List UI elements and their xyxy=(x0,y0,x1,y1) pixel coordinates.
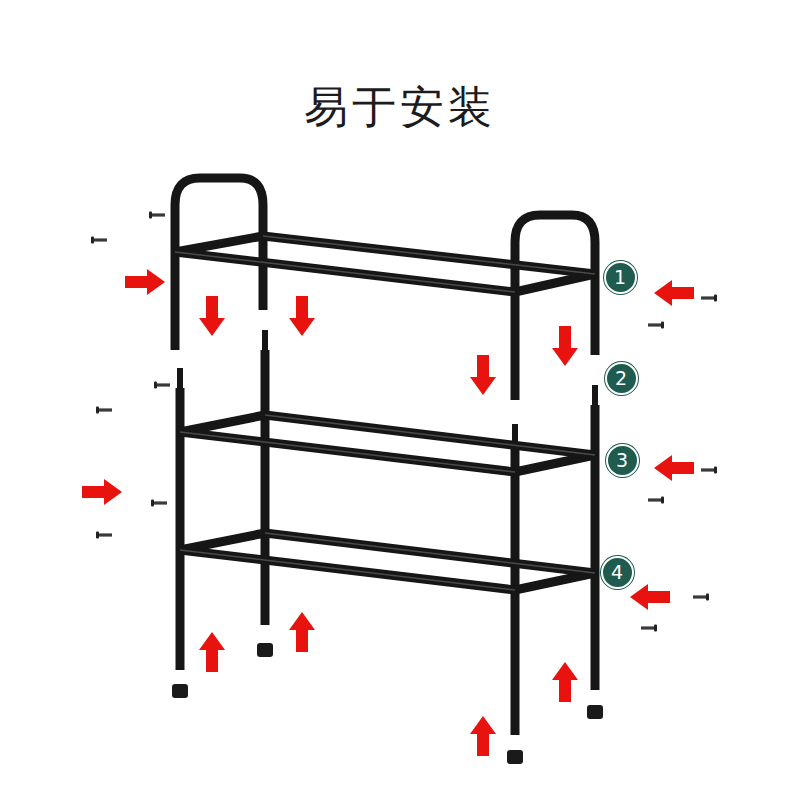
right-arch xyxy=(515,215,595,400)
arrow xyxy=(289,296,315,336)
foot-cap xyxy=(172,684,188,698)
arrow xyxy=(654,455,694,481)
arrow xyxy=(199,632,225,672)
pipe-highlights xyxy=(175,236,595,590)
red-arrows xyxy=(82,269,694,756)
cross-bar xyxy=(175,252,515,292)
arrow xyxy=(470,716,496,756)
leg-insert xyxy=(262,330,268,352)
arrow xyxy=(552,326,578,366)
screw xyxy=(693,594,709,601)
screw xyxy=(149,212,165,219)
callout-number: 3 xyxy=(606,444,639,477)
screw xyxy=(701,295,717,302)
arrow xyxy=(289,612,315,652)
cross-bar xyxy=(180,432,515,472)
arrow xyxy=(470,355,496,395)
screws xyxy=(91,212,717,632)
arrow xyxy=(654,280,694,306)
leg-insert xyxy=(177,368,183,390)
leg-insert xyxy=(592,385,598,407)
callout-label: 4 xyxy=(611,563,623,582)
highlight xyxy=(180,432,515,472)
screw xyxy=(648,497,664,504)
screw xyxy=(91,237,107,244)
cross-bar xyxy=(180,550,515,590)
arrow xyxy=(125,269,165,295)
rack-frame xyxy=(175,178,595,735)
screw xyxy=(648,322,664,329)
arrow xyxy=(199,296,225,336)
arrow xyxy=(82,479,122,505)
foot-cap xyxy=(587,705,603,719)
leg xyxy=(261,350,270,625)
highlight xyxy=(265,415,595,455)
foot-cap xyxy=(257,643,273,657)
highlight xyxy=(175,252,515,292)
foot-cap xyxy=(507,750,523,764)
callout-label: 2 xyxy=(615,369,627,388)
callout-number: 1 xyxy=(604,261,637,294)
callout-number: 4 xyxy=(601,556,634,589)
screw xyxy=(701,467,717,474)
leg-insert xyxy=(512,424,518,445)
highlight xyxy=(265,533,595,573)
leg-inserts xyxy=(180,330,595,445)
screw xyxy=(151,500,167,507)
leg xyxy=(591,405,600,690)
screw xyxy=(96,532,112,539)
callout-number: 2 xyxy=(605,362,638,395)
highlight xyxy=(180,550,515,590)
screw xyxy=(641,625,657,632)
callout-label: 3 xyxy=(616,451,628,470)
callout-label: 1 xyxy=(614,268,626,287)
screw xyxy=(154,382,170,389)
page-title: 易于安装 xyxy=(0,78,800,137)
arrow xyxy=(630,584,670,610)
foot-caps xyxy=(172,643,603,764)
arrow xyxy=(552,662,578,702)
screw xyxy=(96,407,112,414)
